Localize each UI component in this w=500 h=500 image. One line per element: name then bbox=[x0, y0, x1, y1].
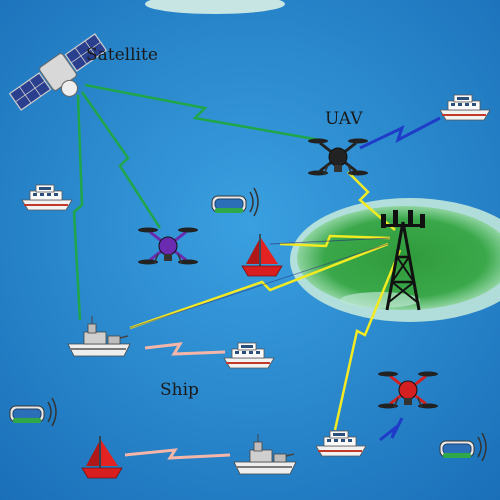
link-satellite-uav bbox=[84, 83, 321, 142]
link-satellite-warship bbox=[72, 94, 84, 321]
links-green bbox=[72, 83, 321, 321]
island-fragment-top bbox=[145, 0, 285, 14]
links-blue bbox=[359, 116, 441, 442]
link-shadow bbox=[129, 243, 389, 329]
satellite-icon bbox=[8, 33, 108, 111]
ship-label: Ship bbox=[160, 380, 199, 400]
link-shadow bbox=[269, 237, 391, 245]
link-tower-yacht bbox=[333, 249, 402, 431]
link-tower-warship bbox=[129, 242, 389, 330]
links-yellow bbox=[129, 171, 402, 431]
links-pink bbox=[124, 342, 231, 460]
link-uav-yacht bbox=[359, 116, 441, 150]
satellite-label: Satellite bbox=[86, 45, 158, 65]
link-tower-uav bbox=[347, 171, 396, 231]
link-sailboat-warship bbox=[124, 448, 231, 460]
link-drone-yacht bbox=[379, 417, 404, 442]
link-warship-yacht bbox=[144, 342, 226, 356]
link-satellite-drone bbox=[80, 91, 162, 229]
uav-label: UAV bbox=[325, 109, 363, 129]
cell-tower-icon bbox=[381, 210, 425, 311]
